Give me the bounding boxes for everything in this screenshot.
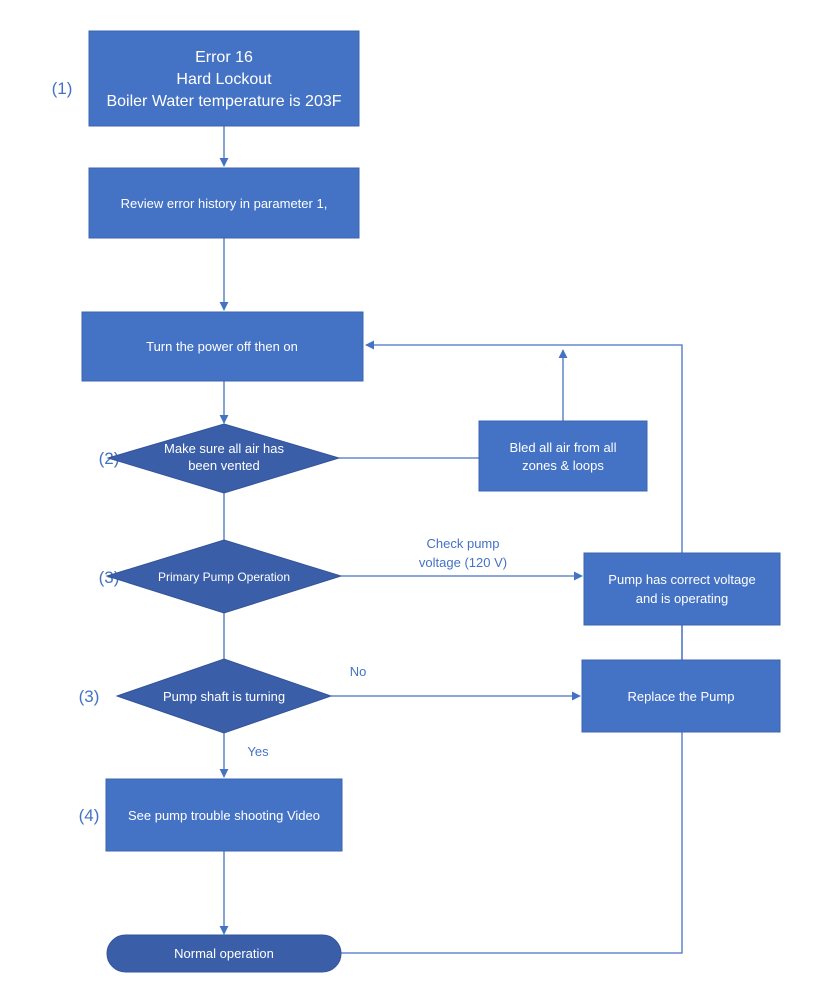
primary-pump-decision: Primary Pump Operation [105, 539, 343, 614]
edges [219, 126, 683, 954]
bled-air-line1: Bled all air from all [510, 440, 617, 455]
review-history-text: Review error history in parameter 1, [121, 196, 328, 211]
step-label-4: (4) [79, 806, 100, 825]
yes-label: Yes [247, 744, 269, 759]
pump-shaft-decision: Pump shaft is turning [115, 658, 333, 734]
error-16-box: Error 16 Hard Lockout Boiler Water tempe… [88, 30, 360, 127]
bled-air-box: Bled all air from all zones & loops [478, 420, 648, 492]
check-voltage-label-line2: voltage (120 V) [419, 555, 507, 570]
step-label-1: (1) [52, 79, 73, 98]
pump-voltage-line1: Pump has correct voltage [608, 572, 755, 587]
power-cycle-text: Turn the power off then on [146, 339, 298, 354]
check-voltage-label-line1: Check pump [427, 536, 500, 551]
power-cycle-box: Turn the power off then on [81, 311, 364, 382]
pump-voltage-line2: and is operating [636, 591, 729, 606]
review-history-box: Review error history in parameter 1, [88, 167, 360, 239]
step-label-3b: (3) [79, 687, 100, 706]
bled-air-line2: zones & loops [522, 458, 604, 473]
primary-pump-text: Primary Pump Operation [158, 570, 290, 584]
pump-video-box: See pump trouble shooting Video [105, 778, 343, 852]
error-temperature: Boiler Water temperature is 203F [106, 93, 341, 110]
no-label: No [350, 664, 367, 679]
air-vented-line2: been vented [188, 458, 260, 473]
pump-shaft-text: Pump shaft is turning [163, 689, 285, 704]
replace-pump-text: Replace the Pump [628, 689, 735, 704]
normal-operation-terminal: Normal operation [106, 934, 342, 973]
step-label-3a: (3) [99, 568, 120, 587]
edge-normal-return-to-power [341, 340, 683, 954]
pump-video-text: See pump trouble shooting Video [128, 808, 320, 823]
air-vented-line1: Make sure all air has [164, 441, 284, 456]
error-lockout: Hard Lockout [176, 71, 272, 88]
normal-operation-text: Normal operation [174, 946, 274, 961]
air-vented-decision: Make sure all air has been vented [106, 423, 341, 494]
error-title: Error 16 [195, 49, 253, 66]
pump-voltage-box: Pump has correct voltage and is operatin… [583, 552, 781, 626]
replace-pump-box: Replace the Pump [581, 659, 781, 733]
